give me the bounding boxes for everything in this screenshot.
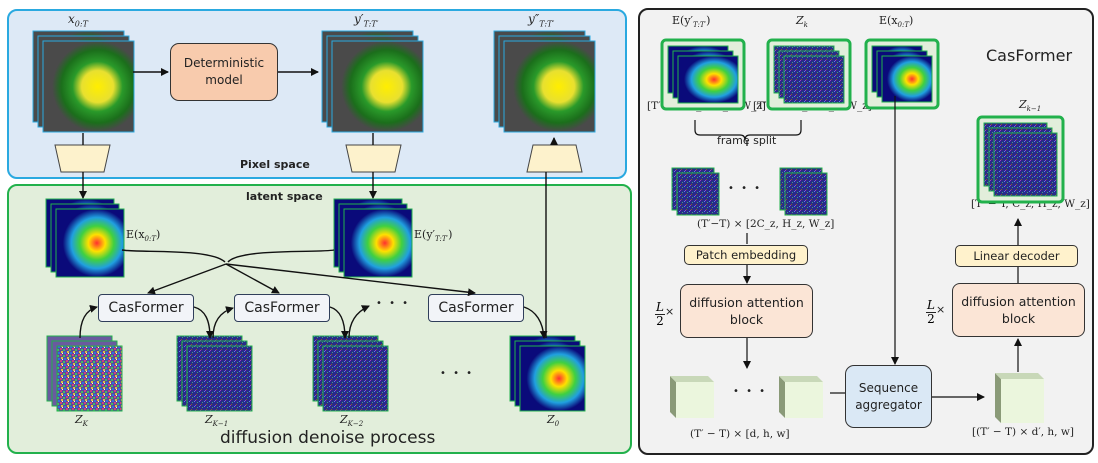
split-ellipsis: • • •: [728, 183, 763, 194]
latent-label-zk1: ZK−1: [205, 413, 229, 429]
casformer-box-3: CasFormer: [428, 294, 524, 322]
split-shape: (T′−T) × [2C_z, H_z, W_z]: [697, 218, 835, 230]
patch-embedding-box: Patch embedding: [684, 245, 808, 265]
input-label: x0:T: [68, 12, 88, 29]
cond2-label: E(y′T:T′): [414, 228, 453, 244]
frozen-icon-1: ❄: [94, 158, 103, 169]
casformer-box-2: CasFormer: [234, 294, 330, 322]
casformer-box-1: CasFormer: [98, 294, 194, 322]
cas-shape1: [T′ − T, C_z, H_z, W_z]: [647, 100, 766, 112]
h-shape: (T′ − T) × [d, h, w]: [690, 428, 790, 440]
latent-label-zk2: ZK−2: [340, 413, 364, 429]
linear-decoder-box: Linear decoder: [955, 245, 1078, 267]
cond1-label: E(x0:T): [126, 228, 161, 244]
cas-output-shape: [T′ − T, C_z, H_z, W_z]: [971, 198, 1090, 210]
cas-input2-label: Zk: [796, 14, 808, 30]
latent-ellipsis: • • •: [440, 368, 475, 379]
h-ellipsis: • • •: [733, 386, 768, 397]
cas-input3-label: E(x0:T): [879, 14, 914, 30]
casformer-title: CasFormer: [986, 46, 1073, 65]
latent-label-zk: ZK: [75, 413, 88, 429]
encoder-1-label: E: [73, 150, 86, 170]
hs-shape: [(T′ − T) × d′, h, w]: [972, 426, 1074, 438]
cas-output-label: Zk−1: [1019, 98, 1042, 114]
frame-split-label: frame split: [717, 134, 777, 147]
latent-label-z0: Z0: [547, 413, 560, 429]
decoder-label: D: [540, 150, 554, 170]
encoder-2-label: E: [366, 150, 379, 170]
h-last-label: hfT′−T: [790, 386, 812, 402]
cas-input1-label: E(y′T:T′): [672, 14, 711, 30]
pixel-space-panel: [7, 9, 627, 179]
cas-shape2: [T′ − T, C_z, H_z, W_z]: [753, 100, 872, 112]
diffusion-caption: diffusion denoise process: [220, 428, 436, 448]
prediction-label: y′T:T′: [354, 12, 379, 29]
frozen-icon-3: ❄: [562, 158, 571, 169]
refined-label: y″T:T′: [528, 12, 555, 29]
latent-space-label: latent space: [246, 190, 323, 203]
pixel-space-label: Pixel space: [240, 158, 310, 171]
frozen-icon-2: ❄: [385, 158, 394, 169]
casformer-ellipsis: • • •: [376, 298, 411, 309]
hs-label: hs: [1019, 401, 1030, 417]
h-first-label: hf0: [691, 386, 701, 402]
